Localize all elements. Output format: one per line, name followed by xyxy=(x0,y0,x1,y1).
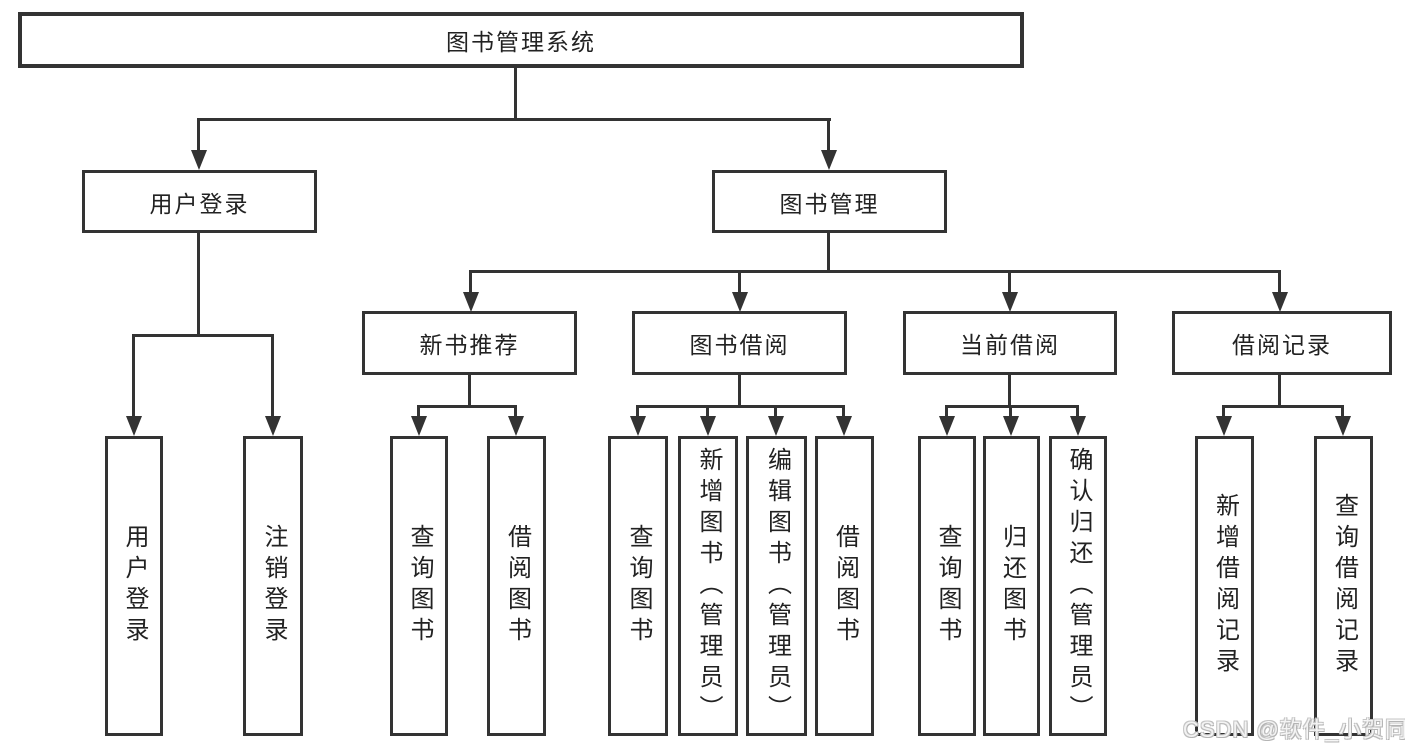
arrow-down-icon xyxy=(768,416,784,436)
node-book-management: 图书管理 xyxy=(712,170,947,233)
connector-root-trunk xyxy=(514,66,517,121)
node-root-label: 图书管理系统 xyxy=(446,29,596,55)
connector-stub xyxy=(1341,405,1344,418)
arrow-down-icon xyxy=(821,150,837,170)
arrow-down-icon xyxy=(126,416,142,436)
leaf-borrow-books-recommend: 借阅图书 xyxy=(487,436,546,736)
csdn-watermark: CSDN @软件_小贺同学 xyxy=(1183,717,1405,742)
connector-stub xyxy=(774,405,777,418)
arrow-down-icon xyxy=(630,416,646,436)
arrow-down-icon xyxy=(700,416,716,436)
connector-stub-book-management xyxy=(827,118,830,152)
connector-stub-current-borrow xyxy=(1008,270,1011,294)
connector-stub xyxy=(706,405,709,418)
connector-borrow-records-trunk xyxy=(1278,373,1281,408)
leaf-add-books-admin-label: 新增图书（管理员） xyxy=(695,446,722,726)
leaf-query-books-borrow: 查询图书 xyxy=(608,436,668,736)
connector-new-book-hbar xyxy=(417,405,517,408)
node-book-management-label: 图书管理 xyxy=(779,190,880,217)
arrow-down-icon xyxy=(1272,292,1288,312)
connector-book-borrow-hbar xyxy=(636,405,845,408)
connector-stub-leaf-user-login xyxy=(132,334,135,418)
arrow-down-icon xyxy=(191,150,207,170)
arrow-down-icon xyxy=(1216,416,1232,436)
leaf-borrow-books-recommend-label: 借阅图书 xyxy=(503,524,531,648)
connector-stub-book-borrow xyxy=(738,270,741,294)
leaf-user-login: 用户登录 xyxy=(105,436,163,736)
arrow-down-icon xyxy=(732,292,748,312)
leaf-edit-books-admin: 编辑图书（管理员） xyxy=(746,436,807,736)
leaf-query-books-borrow-label: 查询图书 xyxy=(625,524,652,648)
connector-borrow-records-hbar xyxy=(1222,405,1344,408)
leaf-borrow-books: 借阅图书 xyxy=(815,436,874,736)
node-book-borrow-label: 图书借阅 xyxy=(689,332,790,358)
leaf-query-books-current: 查询图书 xyxy=(918,436,976,736)
connector-new-book-trunk xyxy=(468,373,471,408)
node-new-book-recommend-label: 新书推荐 xyxy=(419,332,520,358)
arrow-down-icon xyxy=(1002,292,1018,312)
connector-book-management-trunk xyxy=(827,230,830,273)
node-new-book-recommend: 新书推荐 xyxy=(362,311,577,375)
arrow-down-icon xyxy=(411,416,427,436)
connector-book-management-hbar xyxy=(469,270,1281,273)
node-user-login-label: 用户登录 xyxy=(149,190,250,217)
leaf-user-login-label: 用户登录 xyxy=(121,524,148,648)
connector-stub-new-book xyxy=(469,270,472,294)
leaf-confirm-return-admin-label: 确认归还（管理员） xyxy=(1065,446,1092,726)
leaf-query-books-recommend: 查询图书 xyxy=(390,436,448,736)
leaf-confirm-return-admin: 确认归还（管理员） xyxy=(1049,436,1107,736)
connector-root-hbar xyxy=(197,118,831,121)
arrow-down-icon xyxy=(265,416,281,436)
connector-stub xyxy=(417,405,420,418)
node-borrow-records-label: 借阅记录 xyxy=(1232,332,1332,358)
connector-stub xyxy=(636,405,639,418)
connector-user-login-hbar xyxy=(132,334,274,337)
leaf-query-books-current-label: 查询图书 xyxy=(934,524,961,648)
node-current-borrow-label: 当前借阅 xyxy=(960,332,1060,358)
node-user-login: 用户登录 xyxy=(82,170,317,233)
leaf-query-books-recommend-label: 查询图书 xyxy=(406,524,433,648)
connector-stub xyxy=(514,405,517,418)
leaf-query-borrow-record-label: 查询借阅记录 xyxy=(1330,493,1358,679)
leaf-logout: 注销登录 xyxy=(243,436,303,736)
node-borrow-records: 借阅记录 xyxy=(1172,311,1392,375)
arrow-down-icon xyxy=(508,416,524,436)
leaf-logout-label: 注销登录 xyxy=(260,524,287,648)
connector-stub xyxy=(1009,405,1012,418)
leaf-query-borrow-record: 查询借阅记录 xyxy=(1314,436,1373,736)
leaf-edit-books-admin-label: 编辑图书（管理员） xyxy=(763,446,791,726)
connector-user-login-trunk xyxy=(197,230,200,337)
node-root: 图书管理系统 xyxy=(18,12,1024,68)
arrow-down-icon xyxy=(463,292,479,312)
connector-current-borrow-trunk xyxy=(1008,373,1011,408)
connector-stub xyxy=(1222,405,1225,418)
leaf-borrow-books-label: 借阅图书 xyxy=(831,524,859,648)
arrow-down-icon xyxy=(1070,416,1086,436)
connector-stub xyxy=(1076,405,1079,418)
arrow-down-icon xyxy=(836,416,852,436)
leaf-add-borrow-record: 新增借阅记录 xyxy=(1195,436,1254,736)
leaf-add-books-admin: 新增图书（管理员） xyxy=(678,436,738,736)
arrow-down-icon xyxy=(1335,416,1351,436)
connector-book-borrow-trunk xyxy=(738,373,741,408)
connector-current-borrow-hbar xyxy=(945,405,1079,408)
connector-stub-leaf-logout xyxy=(271,334,274,418)
connector-stub xyxy=(842,405,845,418)
node-book-borrow: 图书借阅 xyxy=(632,311,847,375)
connector-stub xyxy=(945,405,948,418)
leaf-return-books-label: 归还图书 xyxy=(998,524,1026,648)
arrow-down-icon xyxy=(1003,416,1019,436)
leaf-return-books: 归还图书 xyxy=(983,436,1040,736)
connector-stub-user-login xyxy=(197,118,200,152)
connector-stub-borrow-records xyxy=(1278,270,1281,294)
leaf-add-borrow-record-label: 新增借阅记录 xyxy=(1211,493,1239,679)
arrow-down-icon xyxy=(939,416,955,436)
node-current-borrow: 当前借阅 xyxy=(903,311,1117,375)
